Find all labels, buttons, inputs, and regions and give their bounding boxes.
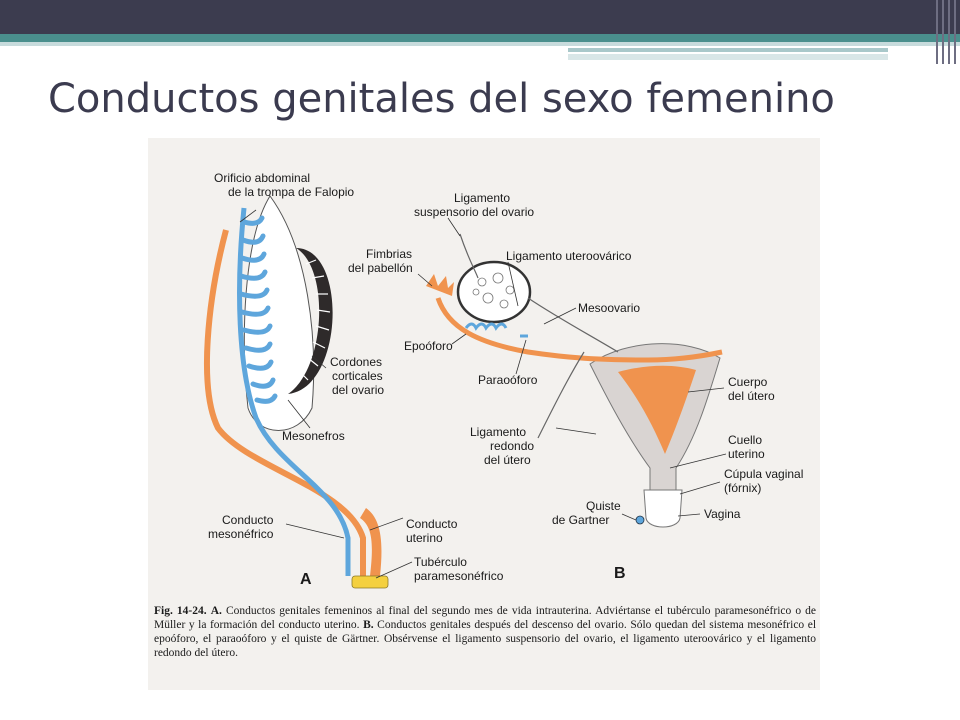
caption-a-text: Conductos genitales femeninos al final d… <box>154 605 817 631</box>
label-cordones-3: del ovario <box>332 383 384 397</box>
panel-a-label: A <box>300 571 312 588</box>
mesonephric-tubules <box>238 215 278 404</box>
label-mesonefros: Mesonefros <box>282 429 345 443</box>
label-cupula-2: (fórnix) <box>724 481 761 495</box>
caption-b-text: Conductos genitales después del descenso… <box>154 619 817 659</box>
uterine-tube <box>435 297 723 363</box>
label-cuerpo-2: del útero <box>728 389 775 403</box>
label-cuello-1: Cuello <box>728 433 762 447</box>
label-conducto-ut-1: Conducto <box>406 517 458 531</box>
label-lig-susp-2: suspensorio del ovario <box>414 205 534 219</box>
figure-14-24: Orificio abdominal de la trompa de Falop… <box>148 138 820 690</box>
ligaments <box>459 233 619 439</box>
label-vagina: Vagina <box>704 507 741 521</box>
uterine-canal <box>360 508 382 576</box>
caption-b-marker: B. <box>363 619 374 631</box>
label-orificio-2: de la trompa de Falopio <box>228 185 354 199</box>
label-paraooforo: Paraoóforo <box>478 373 538 387</box>
top-bar <box>0 0 960 34</box>
label-epooforo: Epoóforo <box>404 339 453 353</box>
edge-lines <box>932 0 960 64</box>
label-cuello-2: uterino <box>728 447 765 461</box>
genital-ducts-diagram: Orificio abdominal de la trompa de Falop… <box>203 171 803 589</box>
label-lig-utero: Ligamento uteroovárico <box>506 249 632 263</box>
slide-title: Conductos genitales del sexo femenino <box>48 76 835 122</box>
uterine-cavity <box>618 365 696 454</box>
paramesonephric-tubercle <box>351 575 389 589</box>
mesonephric-duct <box>237 207 351 576</box>
label-conducto-ut-2: uterino <box>406 531 443 545</box>
accent-stripe-2 <box>568 54 888 60</box>
paramesonephric-duct <box>203 229 366 576</box>
ovarian-follicles <box>472 272 515 309</box>
label-cuerpo-1: Cuerpo <box>728 375 768 389</box>
ovary-cortical-cords <box>288 248 333 394</box>
label-cordones-2: corticales <box>332 369 383 383</box>
gartner-cyst <box>635 515 645 525</box>
label-cupula-1: Cúpula vaginal <box>724 467 803 481</box>
accent-stripe-1 <box>568 48 888 52</box>
label-lig-redondo-3: del útero <box>484 453 531 467</box>
label-lig-susp-1: Ligamento <box>454 191 510 205</box>
label-quiste-1: Quiste <box>586 499 621 513</box>
caption-fig-label: Fig. 14-24. <box>154 605 207 617</box>
figure-caption: Fig. 14-24. A. Conductos genitales femen… <box>154 604 816 660</box>
teal-stripe <box>0 34 960 42</box>
ovary <box>456 260 532 324</box>
label-tuberculo-1: Tubérculo <box>414 555 467 569</box>
label-quiste-2: de Gartner <box>552 513 609 527</box>
panel-a <box>203 195 413 589</box>
label-conducto-meso-1: Conducto <box>222 513 274 527</box>
label-lig-redondo-2: redondo <box>490 439 534 453</box>
label-orificio-1: Orificio abdominal <box>214 171 310 185</box>
vagina <box>643 489 683 528</box>
label-mesoovario: Mesoovario <box>578 301 640 315</box>
epoophoron <box>464 322 508 331</box>
light-stripe <box>0 42 960 46</box>
fimbriae <box>426 274 454 296</box>
label-conducto-meso-2: mesonéfrico <box>208 527 274 541</box>
panel-b <box>417 217 727 528</box>
label-tuberculo-2: paramesonéfrico <box>414 569 504 583</box>
label-fimbrias-1: Fimbrias <box>366 247 412 261</box>
cortex-striations <box>299 259 331 381</box>
caption-a-marker: A. <box>210 605 222 617</box>
panel-b-label: B <box>614 565 626 582</box>
panel-a-leaders <box>239 209 413 579</box>
label-lig-redondo-1: Ligamento <box>470 425 526 439</box>
panel-b-leaders <box>417 217 727 521</box>
label-cordones-1: Cordones <box>330 355 382 369</box>
label-fimbrias-2: del pabellón <box>348 261 413 275</box>
